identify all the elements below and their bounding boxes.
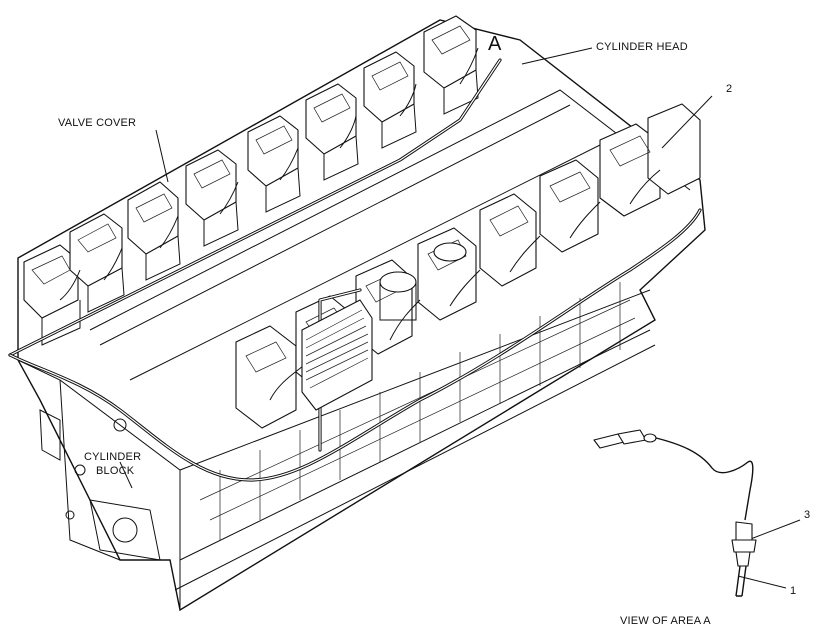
cylinder-block-label-line1: CYLINDER <box>84 451 141 463</box>
callout-3: 3 <box>804 509 810 521</box>
area-a-marker: A <box>488 33 502 55</box>
cylinder-block <box>17 19 706 612</box>
callout-1: 1 <box>790 585 796 597</box>
view-area-a-caption: VIEW OF AREA A <box>620 615 711 627</box>
cylinder-block-label-line2: BLOCK <box>96 465 135 477</box>
leader-lines <box>119 47 801 589</box>
valve-cover-label: VALVE COVER <box>58 117 136 129</box>
wiring-harness <box>8 47 702 482</box>
diagram-labels: A CYLINDER HEAD VALVE COVER CYLINDER BLO… <box>58 33 810 627</box>
callout-2: 2 <box>726 83 732 95</box>
left-bank-valve-covers <box>23 15 479 346</box>
sensor-detail-view <box>593 429 757 597</box>
cylinder-head-label: CYLINDER HEAD <box>596 41 688 53</box>
